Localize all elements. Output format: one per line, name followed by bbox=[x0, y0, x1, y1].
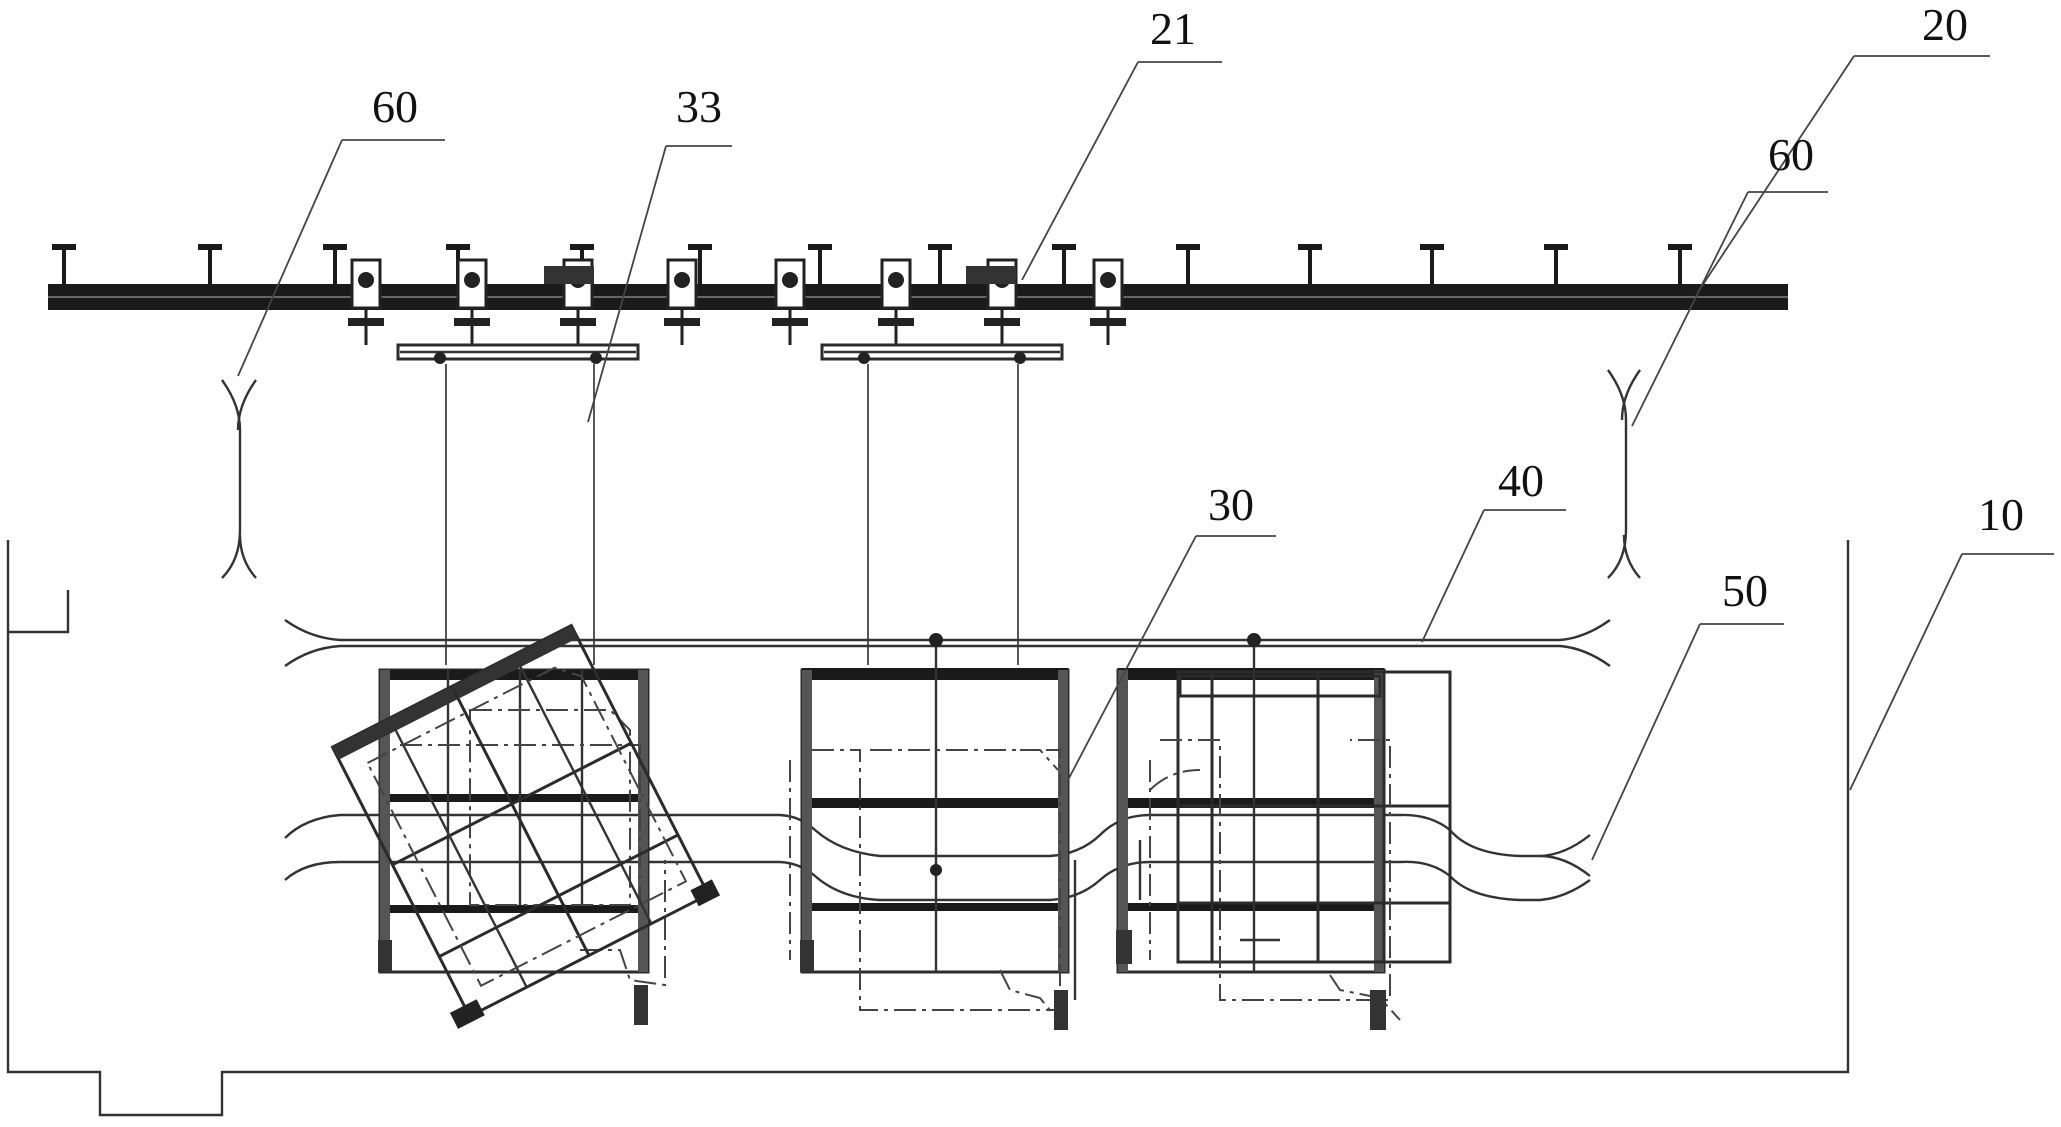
drive-motor bbox=[544, 266, 594, 284]
label-10: 10 bbox=[1978, 489, 2024, 540]
rail-hanger bbox=[688, 244, 712, 284]
tank-outline bbox=[6, 540, 1850, 1117]
rack-2 bbox=[789, 633, 1077, 1030]
label-33: 33 bbox=[676, 81, 722, 132]
label-60-left: 60 bbox=[372, 81, 418, 132]
trolley bbox=[1090, 258, 1126, 345]
rail-hanger bbox=[323, 244, 347, 284]
trolley bbox=[454, 258, 490, 345]
rail-hanger bbox=[1298, 244, 1322, 284]
trolley bbox=[348, 258, 384, 345]
suspension-cables bbox=[445, 364, 1019, 665]
rail-hangers bbox=[52, 244, 1692, 284]
rack-3 bbox=[1116, 633, 1452, 1030]
label-50: 50 bbox=[1722, 565, 1768, 616]
rail-hanger bbox=[1668, 244, 1692, 284]
trolley bbox=[772, 258, 808, 345]
rail-hanger bbox=[1420, 244, 1444, 284]
label-20: 20 bbox=[1922, 0, 1968, 50]
rail-hanger bbox=[1052, 244, 1076, 284]
label-40: 40 bbox=[1498, 455, 1544, 506]
leader-lines bbox=[237, 55, 2054, 861]
reference-numerals: 60 33 21 20 60 30 40 50 10 bbox=[372, 0, 2024, 616]
side-guides bbox=[221, 369, 1641, 579]
drive-motor bbox=[966, 266, 1016, 284]
rail-hanger bbox=[198, 244, 222, 284]
rack-1-tilted bbox=[330, 623, 721, 1029]
rail-hanger bbox=[1544, 244, 1568, 284]
spreader-beams bbox=[396, 343, 1064, 364]
rail-hanger bbox=[928, 244, 952, 284]
upper-track bbox=[284, 619, 1611, 667]
trolleys bbox=[348, 258, 1126, 345]
lower-track bbox=[284, 813, 1591, 902]
overhead-rail bbox=[48, 244, 1788, 310]
rail-hanger bbox=[1176, 244, 1200, 284]
trolley bbox=[664, 258, 700, 345]
trolley bbox=[878, 258, 914, 345]
rail-hanger bbox=[52, 244, 76, 284]
label-30: 30 bbox=[1208, 479, 1254, 530]
label-21: 21 bbox=[1150, 3, 1196, 54]
label-60-right: 60 bbox=[1768, 129, 1814, 180]
rail-hanger bbox=[808, 244, 832, 284]
